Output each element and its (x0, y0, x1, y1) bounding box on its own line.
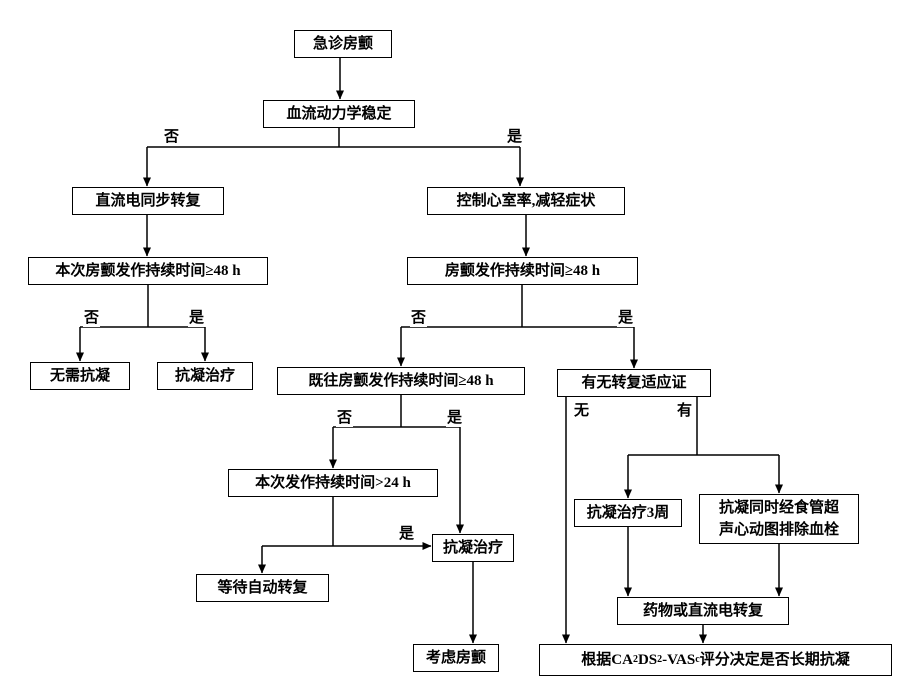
edge-label-no-af48: 否 (410, 310, 428, 327)
edge-label-no-hemodynamic: 否 (163, 129, 181, 146)
tee-line1: 抗凝同时经食管超 (718, 499, 839, 516)
node-no-anticoagulation: 无需抗凝 (30, 362, 130, 390)
node-drug-or-dc-cardioversion: 药物或直流电转复 (617, 597, 789, 625)
edge-label-no-prev48: 否 (336, 410, 354, 427)
node-hemodynamic-stable: 血流动力学稳定 (263, 100, 415, 128)
edge-label-yes-prev48: 是 (446, 410, 464, 427)
node-dc-sync-cardioversion: 直流电同步转复 (72, 187, 224, 215)
node-wait-spontaneous: 等待自动转复 (196, 574, 329, 602)
node-af-duration-48: 房颤发作持续时间≥48 h (407, 257, 638, 285)
node-anticoagulation-b: 抗凝治疗 (432, 534, 514, 562)
final-text-suffix: 评分决定是否长期抗凝 (699, 652, 850, 668)
edge-label-no-current48: 否 (83, 310, 101, 327)
edge-label-yes-current48: 是 (188, 310, 206, 327)
edge-label-yes-hemodynamic: 是 (506, 129, 524, 146)
edge-label-yes-current24: 是 (398, 526, 416, 543)
node-tee-exclude-thrombus: 抗凝同时经食管超 声心动图排除血栓 (699, 494, 859, 544)
node-anticoagulation-a: 抗凝治疗 (157, 362, 253, 390)
node-anticoag-3-weeks: 抗凝治疗3周 (574, 499, 682, 527)
node-previous-af-duration-48: 既往房颤发作持续时间≥48 h (277, 367, 525, 395)
node-rate-control: 控制心室率,减轻症状 (427, 187, 625, 215)
node-current-episode-24: 本次发作持续时间>24 h (228, 469, 438, 497)
final-text-prefix: 根据CA (581, 652, 633, 668)
edge-label-none-indication: 无 (573, 403, 591, 420)
edge-label-yes-af48: 是 (617, 310, 635, 327)
node-cardioversion-indication: 有无转复适应证 (557, 369, 711, 397)
edge-label-have-indication: 有 (676, 403, 694, 420)
node-current-af-duration-48: 本次房颤发作持续时间≥48 h (28, 257, 268, 285)
final-text-mid2: -VAS (662, 652, 696, 668)
final-text-mid1: DS (637, 652, 658, 668)
node-emergency-af: 急诊房颤 (294, 30, 392, 58)
node-consider-af: 考虑房颤 (413, 644, 499, 672)
tee-line2: 声心动图排除血栓 (718, 522, 839, 538)
